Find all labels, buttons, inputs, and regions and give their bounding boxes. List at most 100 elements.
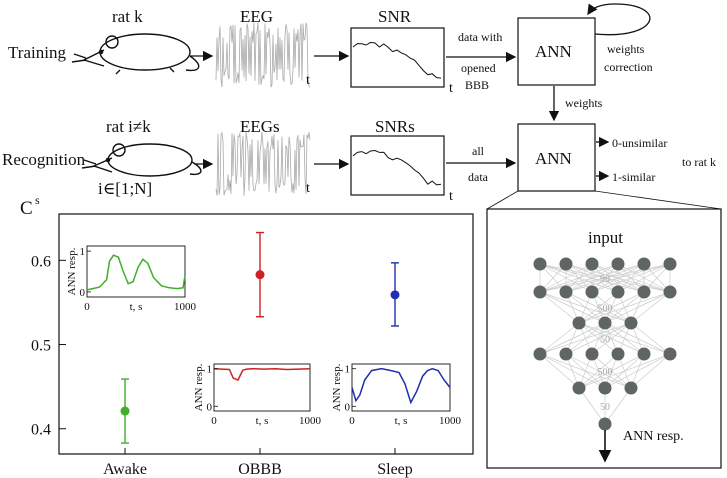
network-edge (604, 353, 671, 389)
network-edge (565, 322, 632, 355)
network-edge (539, 322, 580, 355)
to-rat-label: to rat k (682, 155, 716, 169)
network-edge-label: 50 (600, 402, 610, 413)
network-edge-label: 50 (600, 335, 610, 346)
ann-recognition-label: ANN (535, 149, 572, 168)
snrs-box (350, 135, 445, 196)
network-edge (539, 263, 619, 293)
eeg-label: EEG (240, 7, 273, 26)
network-node (611, 347, 625, 361)
network-node (533, 257, 547, 271)
inset-xtick-label: 1000 (174, 301, 197, 313)
network-node (663, 257, 677, 271)
ann-training-label: ANN (535, 42, 572, 61)
rat-range-label: i∈[1;N] (98, 179, 152, 198)
network-edge (578, 291, 619, 324)
network-node (559, 257, 573, 271)
inset-ytick-label: 0 (207, 401, 213, 413)
inset-ylabel: ANN resp. (331, 363, 343, 411)
snrs-curve (352, 149, 442, 186)
network-edge (604, 291, 671, 324)
inset-frame (213, 363, 311, 412)
main-ytick-label: 0.5 (31, 338, 51, 355)
rat-i-label: rat i≠k (106, 117, 151, 136)
network-node (559, 347, 573, 361)
inset-xtick-label: 0 (84, 301, 90, 313)
data-label: data (468, 170, 489, 184)
network-edge (539, 263, 593, 293)
network-edge (578, 291, 671, 324)
network-node (611, 257, 625, 271)
network-node (533, 347, 547, 361)
eegs-t-label: t (306, 181, 310, 196)
network-edge (578, 353, 671, 389)
network-output-label: ANN resp. (623, 429, 684, 444)
network-node (637, 257, 651, 271)
network-node (637, 347, 651, 361)
out-similar-label: 1-similar (612, 170, 655, 184)
flow-arrows (190, 3, 651, 182)
network-node (611, 285, 625, 299)
network-node (598, 417, 612, 431)
main-xtick-label: Awake (103, 461, 147, 478)
rat-icon-bottom (81, 143, 202, 177)
network-node (624, 381, 638, 395)
snr-t-label: t (449, 81, 453, 96)
inset-ytick-label: 1 (80, 246, 86, 258)
main-ylabel-superscript: s (35, 193, 40, 207)
inset-awake: 0 1 0 1000 t, s ANN resp. (66, 245, 197, 313)
ann-box-training (517, 17, 596, 86)
network-edge (630, 322, 671, 355)
main-ytick-label: 0.4 (31, 422, 51, 439)
snr-label: SNR (378, 7, 412, 26)
network-edge (591, 263, 671, 293)
network-edge (630, 291, 671, 324)
network-edge-label: 500 (598, 304, 613, 315)
ann-box-recognition (517, 123, 596, 192)
bbb-label: BBB (465, 78, 489, 92)
snrs-t-label: t (449, 189, 453, 204)
inset-xtick-label: 1000 (299, 415, 322, 427)
network-input-label: input (588, 228, 623, 247)
inset-line (351, 367, 451, 405)
inset-line (213, 367, 311, 381)
network-edge (617, 263, 671, 293)
inset-ylabel: ANN resp. (193, 363, 205, 411)
network-edge-label: 500 (598, 367, 613, 378)
main-xtick-label: OBBB (238, 461, 282, 478)
network-node (572, 316, 586, 330)
data-with-label: data with (458, 30, 502, 44)
network-node (598, 316, 612, 330)
inset-xlabel: t, s (395, 415, 408, 427)
main-ytick-label: 0.6 (31, 253, 51, 270)
snrs-label: SNRs (375, 117, 415, 136)
network-edge (578, 291, 645, 324)
network-node (663, 347, 677, 361)
network-edge (539, 353, 580, 389)
rat-icon-top (71, 33, 200, 75)
network-edge (539, 263, 645, 293)
rat-k-label: rat k (112, 7, 143, 26)
network-edge (578, 353, 619, 389)
eeg-t-label: t (306, 73, 310, 88)
network-edge (630, 353, 671, 389)
network-node (559, 285, 573, 299)
network-node (663, 285, 677, 299)
network-node (585, 285, 599, 299)
inset-ytick-label: 1 (207, 364, 213, 376)
inset-line (86, 254, 186, 291)
data-point (255, 270, 265, 280)
correction-label: correction (604, 60, 653, 74)
inset-ytick-label: 1 (345, 364, 351, 376)
eeg-signal-top (215, 22, 311, 88)
eegs-label: EEGs (240, 117, 280, 136)
data-point (120, 406, 130, 416)
inset-xlabel: t, s (130, 301, 143, 313)
inset-ytick-label: 0 (80, 287, 86, 299)
inset-ylabel: ANN resp. (66, 247, 78, 295)
network-edge-label: 90 (600, 274, 610, 285)
network-edge (539, 291, 580, 324)
